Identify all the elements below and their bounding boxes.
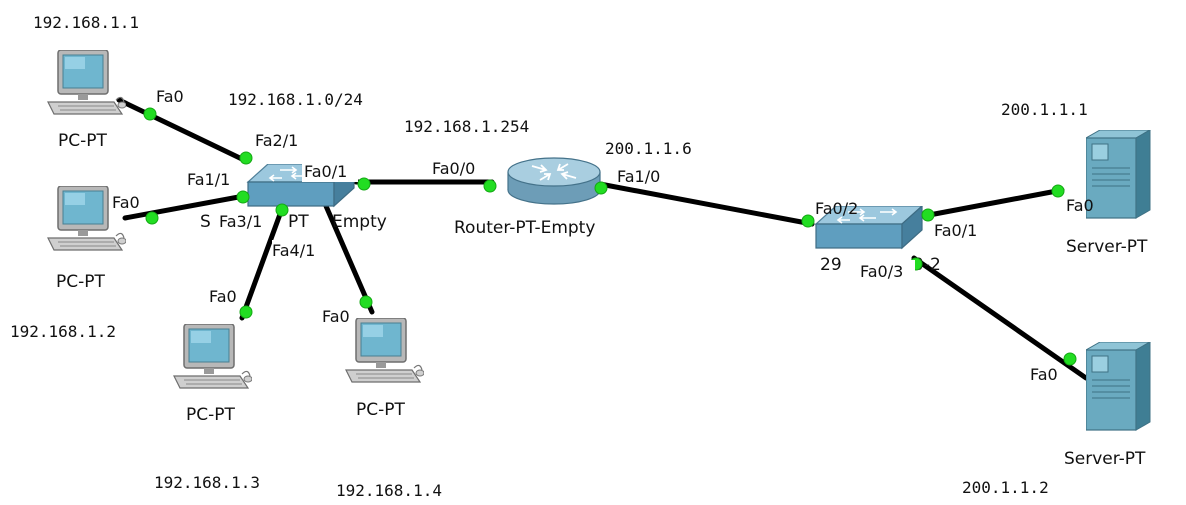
port-label: Fa4/1: [272, 241, 315, 260]
port-label: Fa0: [1066, 196, 1094, 215]
ip-label-server1: 200.1.1.1: [1001, 100, 1088, 119]
links: [116, 97, 1089, 381]
port-label: Fa0/3: [860, 262, 903, 281]
port-label: Fa0: [112, 193, 140, 212]
port-led: [275, 203, 289, 217]
pc-icon[interactable]: [173, 324, 252, 389]
pc-1[interactable]: PC-PT: [47, 50, 126, 151]
port-label: Fa1/0: [617, 167, 660, 186]
port-labels: Fa0 Fa2/1 Fa1/1 Fa0 Fa3/1 Fa4/1 Fa0/1 Fa…: [112, 87, 1094, 384]
port-led: [921, 208, 935, 222]
ip-label-router-lan: 192.168.1.254: [404, 117, 529, 136]
port-label: Fa3/1: [219, 212, 262, 231]
pc-4-label: PC-PT: [356, 400, 406, 420]
link-pc4-switch1[interactable]: [323, 203, 375, 315]
link-pc1-switch1[interactable]: [116, 97, 247, 163]
switch-2-label-part-left: 29: [820, 255, 842, 275]
port-label: Fa0/0: [432, 159, 475, 178]
pc-2[interactable]: PC-PT: [47, 186, 126, 292]
port-label: Fa0/1: [934, 221, 977, 240]
server-icon[interactable]: [1086, 130, 1151, 219]
router[interactable]: Router-PT-Empty: [454, 157, 601, 238]
router-label: Router-PT-Empty: [454, 218, 595, 238]
switch-1[interactable]: S PT Empty: [200, 164, 387, 232]
port-label: Fa2/1: [255, 131, 298, 150]
server-1-label: Server-PT: [1066, 237, 1148, 257]
port-led: [143, 107, 157, 121]
port-label: Fa0: [209, 287, 237, 306]
pc-2-label: PC-PT: [56, 272, 106, 292]
port-led: [236, 190, 250, 204]
ip-label-pc4: 192.168.1.4: [336, 481, 442, 500]
pc-3-label: PC-PT: [186, 405, 236, 425]
port-led: [594, 181, 608, 195]
link-switch2-server2[interactable]: [911, 255, 1089, 381]
port-led: [483, 179, 497, 193]
ip-label-server2: 200.1.1.2: [962, 478, 1049, 497]
ip-label-pc1: 192.168.1.1: [33, 13, 139, 32]
pc-4[interactable]: PC-PT: [345, 318, 424, 420]
network-label: 192.168.1.0/24: [228, 90, 363, 109]
port-led: [145, 211, 159, 225]
port-label: Fa0/1: [304, 162, 347, 181]
ip-label-pc2: 192.168.1.2: [10, 322, 116, 341]
port-led: [801, 214, 815, 228]
server-2[interactable]: Server-PT: [1064, 342, 1151, 469]
link-pc3-switch1[interactable]: [239, 203, 286, 321]
port-label: Fa0: [156, 87, 184, 106]
server-2-label: Server-PT: [1064, 449, 1146, 469]
port-label: Fa1/1: [187, 170, 230, 189]
switch-1-label-part-left: S: [200, 212, 211, 232]
pc-icon[interactable]: [47, 50, 126, 115]
link-switch2-server1[interactable]: [921, 187, 1065, 219]
port-label: Fa0: [322, 307, 350, 326]
router-icon[interactable]: [507, 157, 601, 205]
ip-annotations: 192.168.1.1 192.168.1.0/24 192.168.1.254…: [10, 13, 1088, 500]
pc-icon[interactable]: [345, 318, 424, 383]
port-led: [239, 305, 253, 319]
port-leds: [143, 107, 1077, 366]
port-led: [359, 295, 373, 309]
pc-3[interactable]: PC-PT: [173, 324, 252, 425]
port-led: [1051, 184, 1065, 198]
server-icon[interactable]: [1086, 342, 1151, 431]
port-label: Fa0: [1030, 365, 1058, 384]
link-pc2-switch1[interactable]: [122, 193, 247, 221]
ip-label-router-wan: 200.1.1.6: [605, 139, 692, 158]
server-1[interactable]: Server-PT: [1066, 130, 1151, 257]
port-led: [239, 151, 253, 165]
port-label: Fa0/2: [815, 199, 858, 218]
switch-1-label-part-right: Empty: [332, 212, 387, 232]
switch-1-label-part-mid: PT: [288, 212, 309, 232]
port-led: [357, 177, 371, 191]
link-router-switch2[interactable]: [597, 181, 815, 227]
port-led: [1063, 352, 1077, 366]
pc-1-label: PC-PT: [58, 131, 108, 151]
ip-label-pc3: 192.168.1.3: [154, 473, 260, 492]
